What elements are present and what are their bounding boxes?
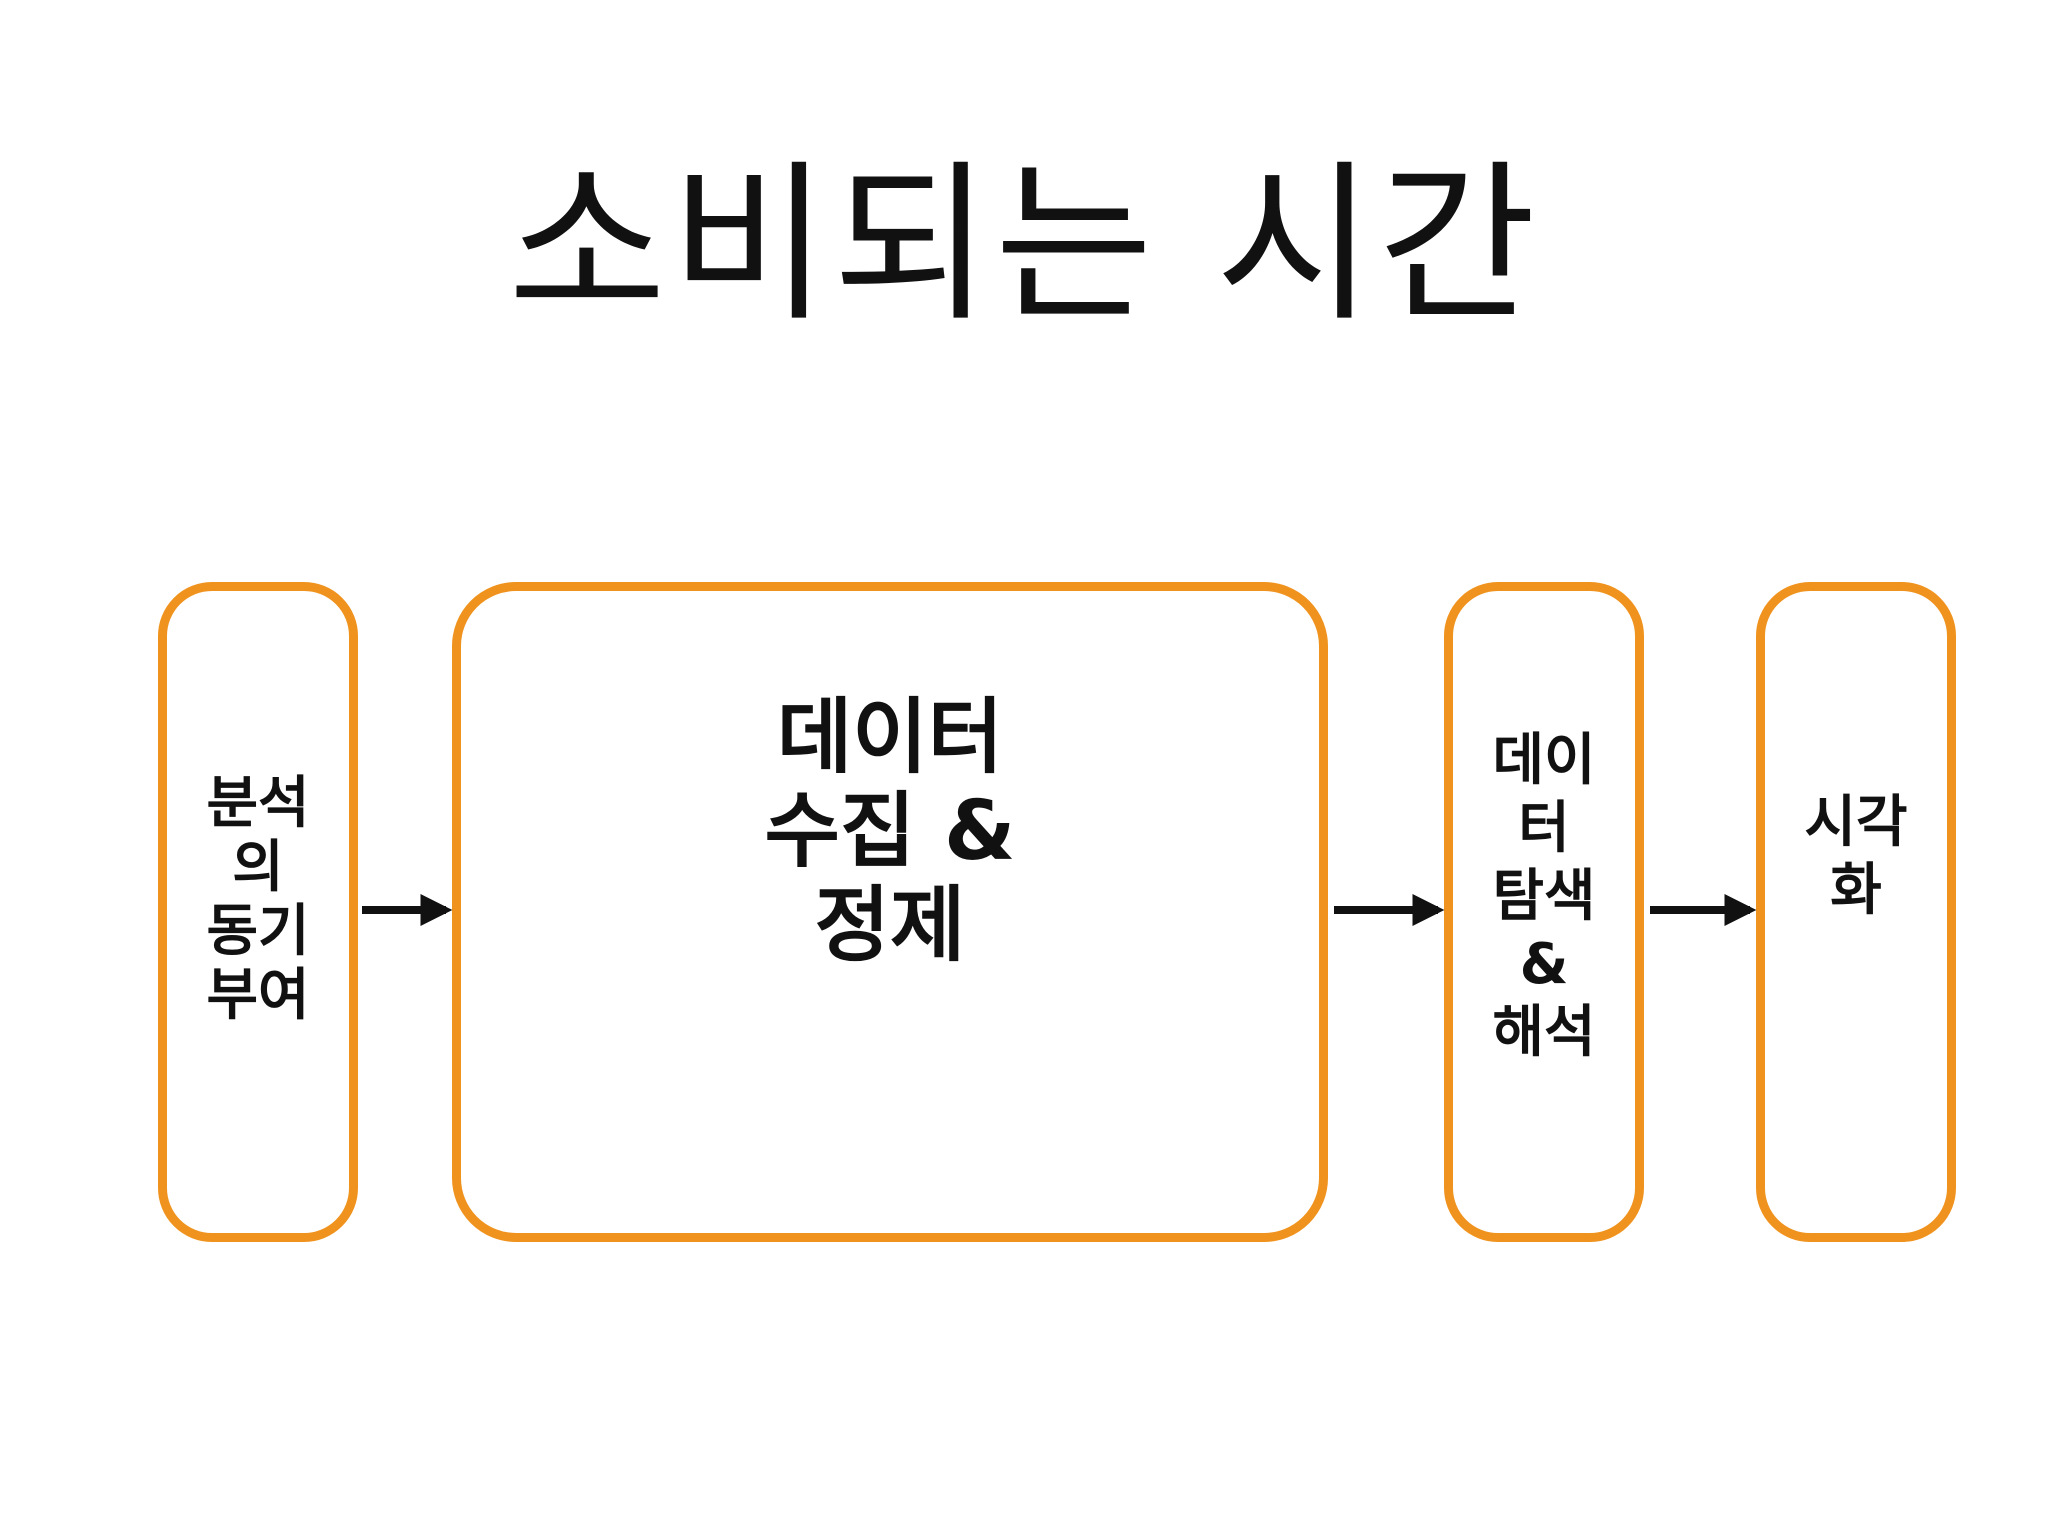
step-box-motivation: 분석 의 동기 부여 bbox=[158, 582, 358, 1242]
step-box-visualization: 시각 화 bbox=[1756, 582, 1956, 1242]
step-box-exploration: 데이 터 탐색 & 해석 bbox=[1444, 582, 1644, 1242]
slide-title: 소비되는 시간 bbox=[507, 144, 1541, 345]
step-label-visualization: 시각 화 bbox=[1804, 790, 1908, 923]
step-label-exploration: 데이 터 탐색 & 해석 bbox=[1492, 728, 1596, 1065]
step-label-motivation: 분석 의 동기 부여 bbox=[206, 771, 310, 1028]
step-label-collection: 데이터 수집 & 정제 bbox=[764, 690, 1016, 973]
step-box-collection: 데이터 수집 & 정제 bbox=[452, 582, 1328, 1242]
